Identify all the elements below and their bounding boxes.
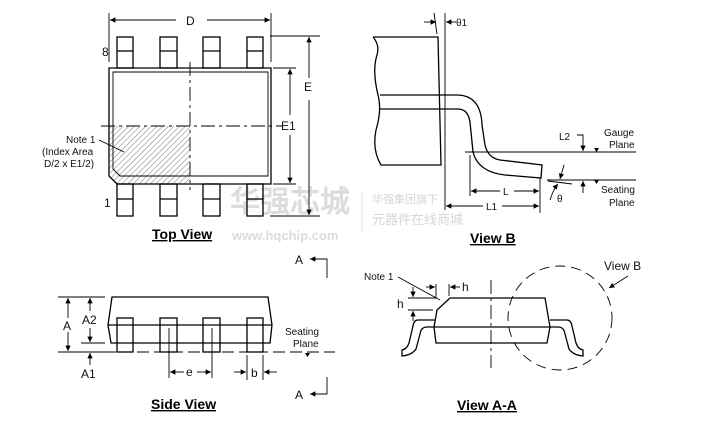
section-marker-bottom: A	[295, 388, 303, 402]
seating-plane-label: Seating	[601, 185, 635, 196]
dim-e1-label: E1	[281, 119, 296, 133]
dim-a2-label: A2	[82, 313, 97, 327]
l2-label: L2	[559, 132, 571, 143]
dim-h-top-label: h	[462, 280, 469, 294]
dim-d-label: D	[186, 14, 195, 28]
index-note: Note 1 (Index Area D/2 x E1/2)	[42, 135, 125, 170]
dim-a-label: A	[63, 319, 71, 333]
side-view-title: Side View	[151, 396, 216, 412]
section-marker-top: A	[295, 253, 303, 267]
watermark-line1: 华强集团旗下	[372, 192, 438, 206]
view-b-title: View B	[470, 230, 516, 246]
dim-e-label: E	[304, 80, 312, 94]
note-1-label: Note 1	[364, 272, 394, 283]
theta-label: θ	[557, 194, 563, 205]
gauge-plane-label: Plane	[609, 140, 635, 151]
dim-b-label: b	[251, 366, 258, 380]
seating-plane-label: Seating	[285, 327, 319, 338]
seating-plane-label: Plane	[293, 339, 319, 350]
side-view: A A2 A1 e b Seating Plane A A Side View	[58, 253, 335, 412]
l1-label: L1	[486, 202, 498, 213]
dim-a1-label: A1	[81, 367, 96, 381]
top-view-title: Top View	[152, 226, 212, 242]
view-b: θ1 L2 Gauge Plane Seating Plane θ L L1 V…	[372, 12, 636, 246]
view-a-a-title: View A-A	[457, 397, 517, 413]
watermark-url: www.hqchip.com	[231, 228, 338, 243]
note-line: Note 1	[66, 135, 96, 146]
watermark-line2: 元器件在线商城	[372, 212, 463, 227]
theta1-label: θ1	[456, 18, 468, 29]
seating-plane-label: Plane	[609, 198, 635, 209]
gauge-plane-label: Gauge	[604, 128, 634, 139]
view-b-callout: View B	[604, 259, 641, 273]
side-pins	[116, 317, 264, 353]
dim-e-pitch-label: e	[186, 365, 193, 379]
index-area-hatch	[110, 126, 190, 184]
pin-1-label: 1	[104, 196, 111, 210]
l-label: L	[503, 187, 509, 198]
top-view: D 8 1 E1 E Note 1 (Index Area D/2 x E1/2…	[42, 13, 320, 242]
view-a-a: View B Note 1 h h View A-A	[364, 259, 641, 413]
pin-8-label: 8	[102, 45, 109, 59]
watermark: 华强芯城 www.hqchip.com 华强集团旗下 元器件在线商城	[230, 186, 463, 243]
note-line: D/2 x E1/2)	[44, 159, 94, 170]
note-line: (Index Area	[42, 147, 94, 158]
dim-h-left-label: h	[397, 297, 404, 311]
watermark-brand: 华强芯城	[230, 186, 350, 219]
